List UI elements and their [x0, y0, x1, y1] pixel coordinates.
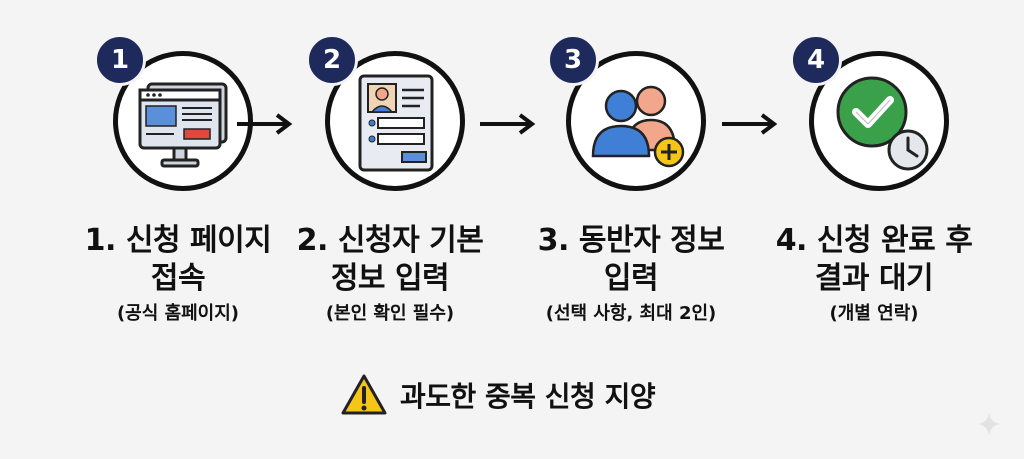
step-2: 2 2. 신청자 기본 정보 입력 (본인 확인 필수) [270, 0, 520, 340]
step-2-title: 2. 신청자 기본 정보 입력 [270, 222, 510, 298]
step-3-title: 3. 동반자 정보 입력 [511, 222, 751, 298]
computer-monitor-icon [138, 82, 228, 168]
step-1-subtitle: (공식 홈페이지) [116, 303, 240, 324]
sparkle-icon [977, 412, 1001, 436]
step-4: 4 4. 신청 완료 후 결과 대기 (개별 연락) [754, 0, 1004, 340]
step-2-title-line-1: 2. 신청자 기본 [296, 223, 484, 258]
step-1-title-line-2: 접속 [150, 261, 206, 296]
step-4-badge: 4 [790, 34, 842, 86]
step-4-title-line-1: 4. 신청 완료 후 [775, 223, 973, 258]
arrow-right-icon [480, 113, 536, 135]
step-3-subtitle: (선택 사항, 최대 2인) [545, 303, 717, 324]
warning-note: 과도한 중복 신청 지양 [340, 370, 656, 420]
step-3-title-line-1: 3. 동반자 정보 [537, 223, 725, 258]
step-3-badge: 3 [547, 34, 599, 86]
check-clock-icon [836, 76, 929, 171]
arrow-right-icon [722, 113, 778, 135]
step-3-title-line-2: 입력 [603, 261, 659, 296]
step-1: 1 1. 신청 페이지 접속 (공식 홈페이지) [58, 0, 308, 340]
warning-triangle-icon [341, 374, 387, 415]
step-1-title-line-1: 1. 신청 페이지 [84, 223, 272, 258]
step-3-circle [566, 51, 706, 191]
step-4-subtitle: (개별 연락) [829, 303, 919, 324]
step-1-circle [113, 51, 253, 191]
step-2-title-line-2: 정보 입력 [330, 261, 450, 296]
arrow-right-icon [237, 113, 293, 135]
step-4-title: 4. 신청 완료 후 결과 대기 [754, 222, 994, 298]
step-1-title: 1. 신청 페이지 접속 [58, 222, 298, 298]
warning-text: 과도한 중복 신청 지양 [400, 380, 656, 413]
profile-form-icon [358, 74, 434, 172]
add-people-icon [591, 85, 685, 168]
step-1-badge: 1 [94, 34, 146, 86]
step-2-subtitle: (본인 확인 필수) [325, 303, 455, 324]
step-4-title-line-2: 결과 대기 [814, 261, 934, 296]
step-3: 3 3. 동반자 정보 입력 (선택 사항, 최대 2인) [511, 0, 761, 340]
step-2-badge: 2 [306, 34, 358, 86]
